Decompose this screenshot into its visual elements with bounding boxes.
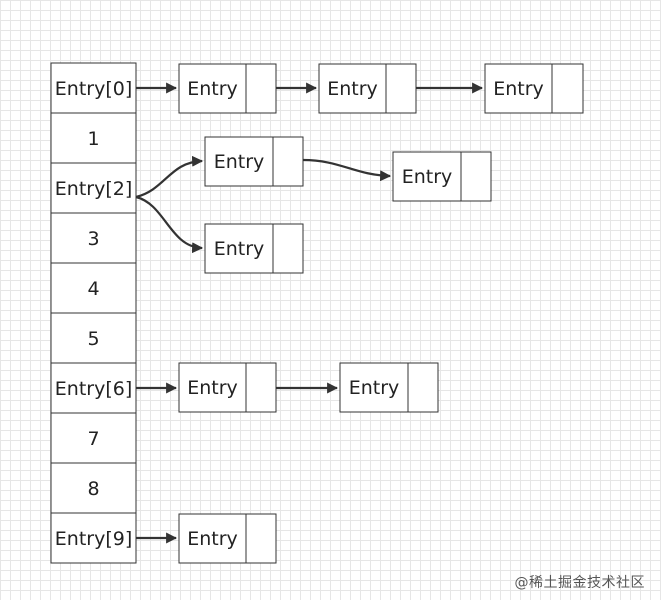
bucket-slot-9: Entry[9] [50,512,137,564]
bucket-slot-1: 1 [50,112,137,164]
bucket-slot-4-label: 4 [87,278,99,300]
entry-node: Entry [392,151,492,202]
entry-node: Entry [178,513,277,564]
bucket-slot-1-label: 1 [87,128,99,150]
bucket-slot-8-label: 8 [87,478,99,500]
arrow [302,158,392,182]
entry-node: Entry [204,136,304,187]
bucket-slot-6: Entry[6] [50,362,137,414]
entry-label: Entry [493,78,544,100]
bucket-slot-6-label: Entry[6] [55,378,132,400]
bucket-array: Entry[0] 1 Entry[2] 3 4 5 Entry[6] 7 [50,62,137,564]
watermark: @稀土掘金技术社区 [514,575,645,591]
entry-node: Entry [178,63,277,114]
bucket-slot-9-label: Entry[9] [55,528,132,550]
entry-label: Entry [214,151,265,173]
chain-slot-2: Entry Entry Entry [135,136,492,274]
chain-slot-6: Entry Entry [136,362,439,413]
entry-label: Entry [349,377,400,399]
entry-label: Entry [402,166,453,188]
bucket-slot-2-label: Entry[2] [55,178,132,200]
entry-label: Entry [187,78,238,100]
bucket-slot-2: Entry[2] [50,162,137,214]
bucket-slot-5-label: 5 [87,328,99,350]
bucket-slot-7-label: 7 [87,428,99,450]
bucket-slot-0: Entry[0] [50,62,137,114]
chain-slot-0: Entry Entry Entry [136,63,584,114]
bucket-slot-7: 7 [50,412,137,464]
entry-node: Entry [204,223,304,274]
bucket-slot-4: 4 [50,262,137,314]
entry-label: Entry [327,78,378,100]
arrow [135,155,204,199]
bucket-slot-0-label: Entry[0] [55,78,132,100]
entry-label: Entry [187,377,238,399]
entry-label: Entry [187,528,238,550]
entry-node: Entry [318,63,417,114]
bucket-slot-5: 5 [50,312,137,364]
chain-slot-9: Entry [136,513,277,564]
bucket-slot-8: 8 [50,462,137,514]
entry-node: Entry [484,63,584,114]
bucket-slot-3: 3 [50,212,137,264]
bucket-slot-3-label: 3 [87,228,99,250]
entry-node: Entry [339,362,439,413]
entry-label: Entry [214,238,265,260]
arrow [135,195,204,254]
entry-node: Entry [178,362,277,413]
